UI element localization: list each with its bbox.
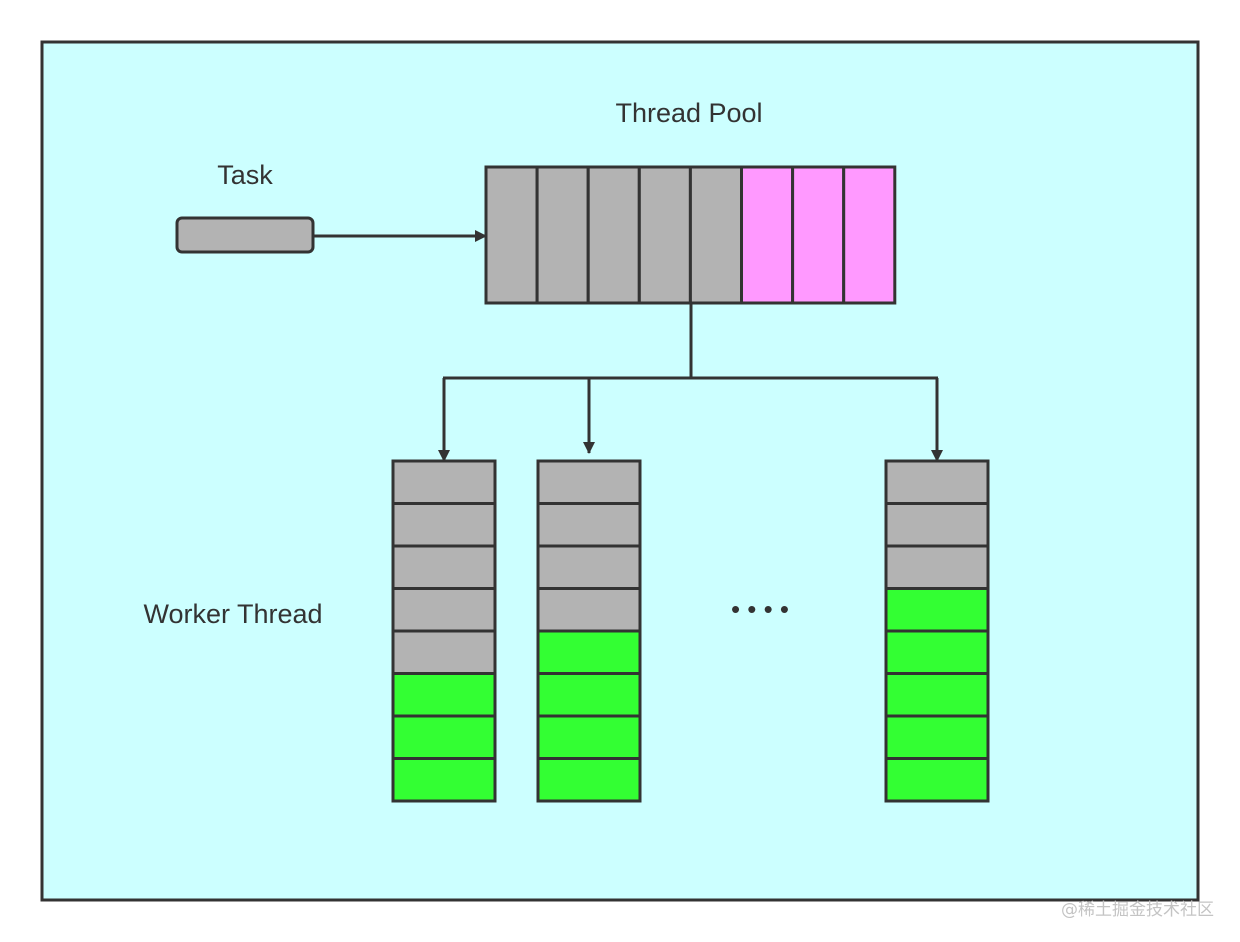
worker-slot-done [391,714,497,760]
worker-slot-busy [536,544,642,590]
task-label: Task [217,160,273,190]
thread-pool-queue [484,165,897,305]
pool-to-workers-connectors [438,303,943,462]
worker-slot-done [536,629,642,675]
worker-thread-3 [884,459,990,803]
pool-slot-free [791,165,846,305]
worker-slot-done [391,672,497,718]
worker-slot-busy [884,502,990,548]
worker-slot-busy [391,587,497,633]
thread-pool-label: Thread Pool [615,98,762,128]
worker-slot-done [884,672,990,718]
pool-slot-busy [637,165,692,305]
worker-slot-busy [884,544,990,590]
worker-slot-done [536,672,642,718]
worker-slot-busy [536,587,642,633]
worker-thread-1 [391,459,497,803]
worker-slot-busy [391,502,497,548]
worker-slot-done [884,629,990,675]
pool-slot-busy [688,165,744,305]
worker-slot-done [884,587,990,633]
worker-threads [391,459,990,803]
pool-slot-free [842,165,897,305]
worker-slot-busy [391,544,497,590]
worker-slot-done [536,714,642,760]
worker-thread-2 [536,459,642,803]
worker-thread-label: Worker Thread [143,599,322,629]
pool-slot-busy [535,165,590,305]
worker-slot-busy [391,459,497,505]
worker-slot-done [884,757,990,803]
watermark-text: @稀土掘金技术社区 [1061,900,1214,920]
worker-slot-done [391,757,497,803]
worker-slot-busy [536,459,642,505]
worker-slot-done [536,757,642,803]
pool-slot-busy [484,165,539,305]
pool-slot-free [740,165,795,305]
worker-slot-busy [536,502,642,548]
worker-slot-busy [391,629,497,675]
worker-slot-busy [884,459,990,505]
task-block [175,216,315,254]
pool-slot-busy [586,165,641,305]
worker-slot-done [884,714,990,760]
ellipsis: • • • • [731,594,789,624]
